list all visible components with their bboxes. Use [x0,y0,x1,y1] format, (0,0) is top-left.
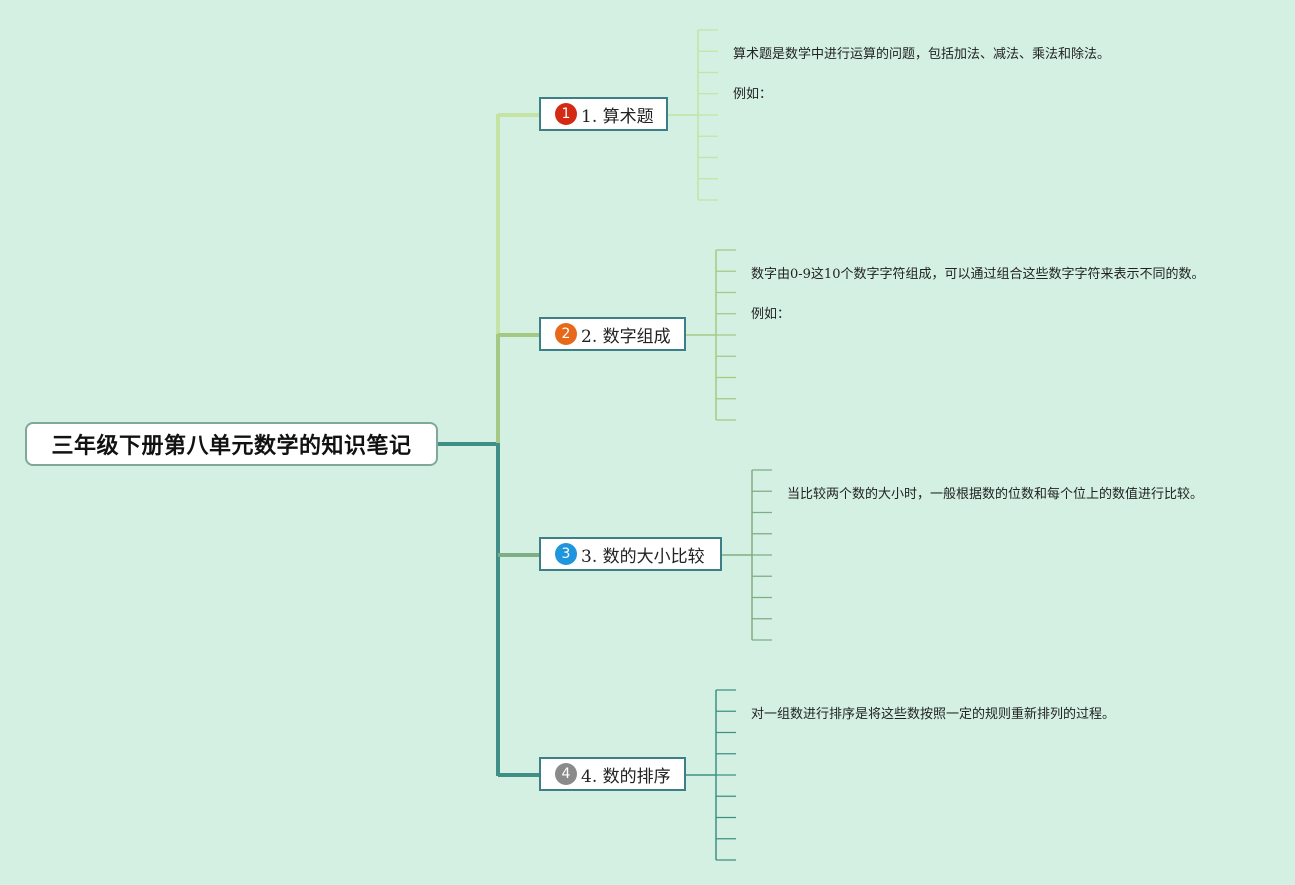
priority-4-icon: 4 [555,763,577,785]
root-title: 三年级下册第八单元数学的知识笔记 [51,434,412,459]
topic-number-comparison[interactable]: 3 3. 数的大小比较 [539,537,722,571]
topic-number-sorting[interactable]: 4 4. 数的排序 [539,757,686,791]
note-composition-example: 例如： [751,307,791,322]
note-arithmetic-example: 例如： [733,87,773,102]
topic-label: 4. 数的排序 [581,766,671,787]
priority-1-icon: 1 [555,103,577,125]
topic-label: 3. 数的大小比较 [581,546,705,567]
note-composition-definition: 数字由0-9这10个数字字符组成，可以通过组合这些数字字符来表示不同的数。 [751,267,1205,282]
topic-label: 2. 数字组成 [581,326,671,347]
topic-label: 1. 算术题 [581,106,654,127]
root-topic[interactable]: 三年级下册第八单元数学的知识笔记 [25,422,438,466]
note-comparison-definition: 当比较两个数的大小时，一般根据数的位数和每个位上的数值进行比较。 [787,487,1204,502]
priority-2-icon: 2 [555,323,577,345]
topic-arithmetic[interactable]: 1 1. 算术题 [539,97,668,131]
topic-number-composition[interactable]: 2 2. 数字组成 [539,317,686,351]
note-sorting-definition: 对一组数进行排序是将这些数按照一定的规则重新排列的过程。 [751,707,1116,722]
note-arithmetic-definition: 算术题是数学中进行运算的问题，包括加法、减法、乘法和除法。 [733,47,1111,62]
priority-3-icon: 3 [555,543,577,565]
